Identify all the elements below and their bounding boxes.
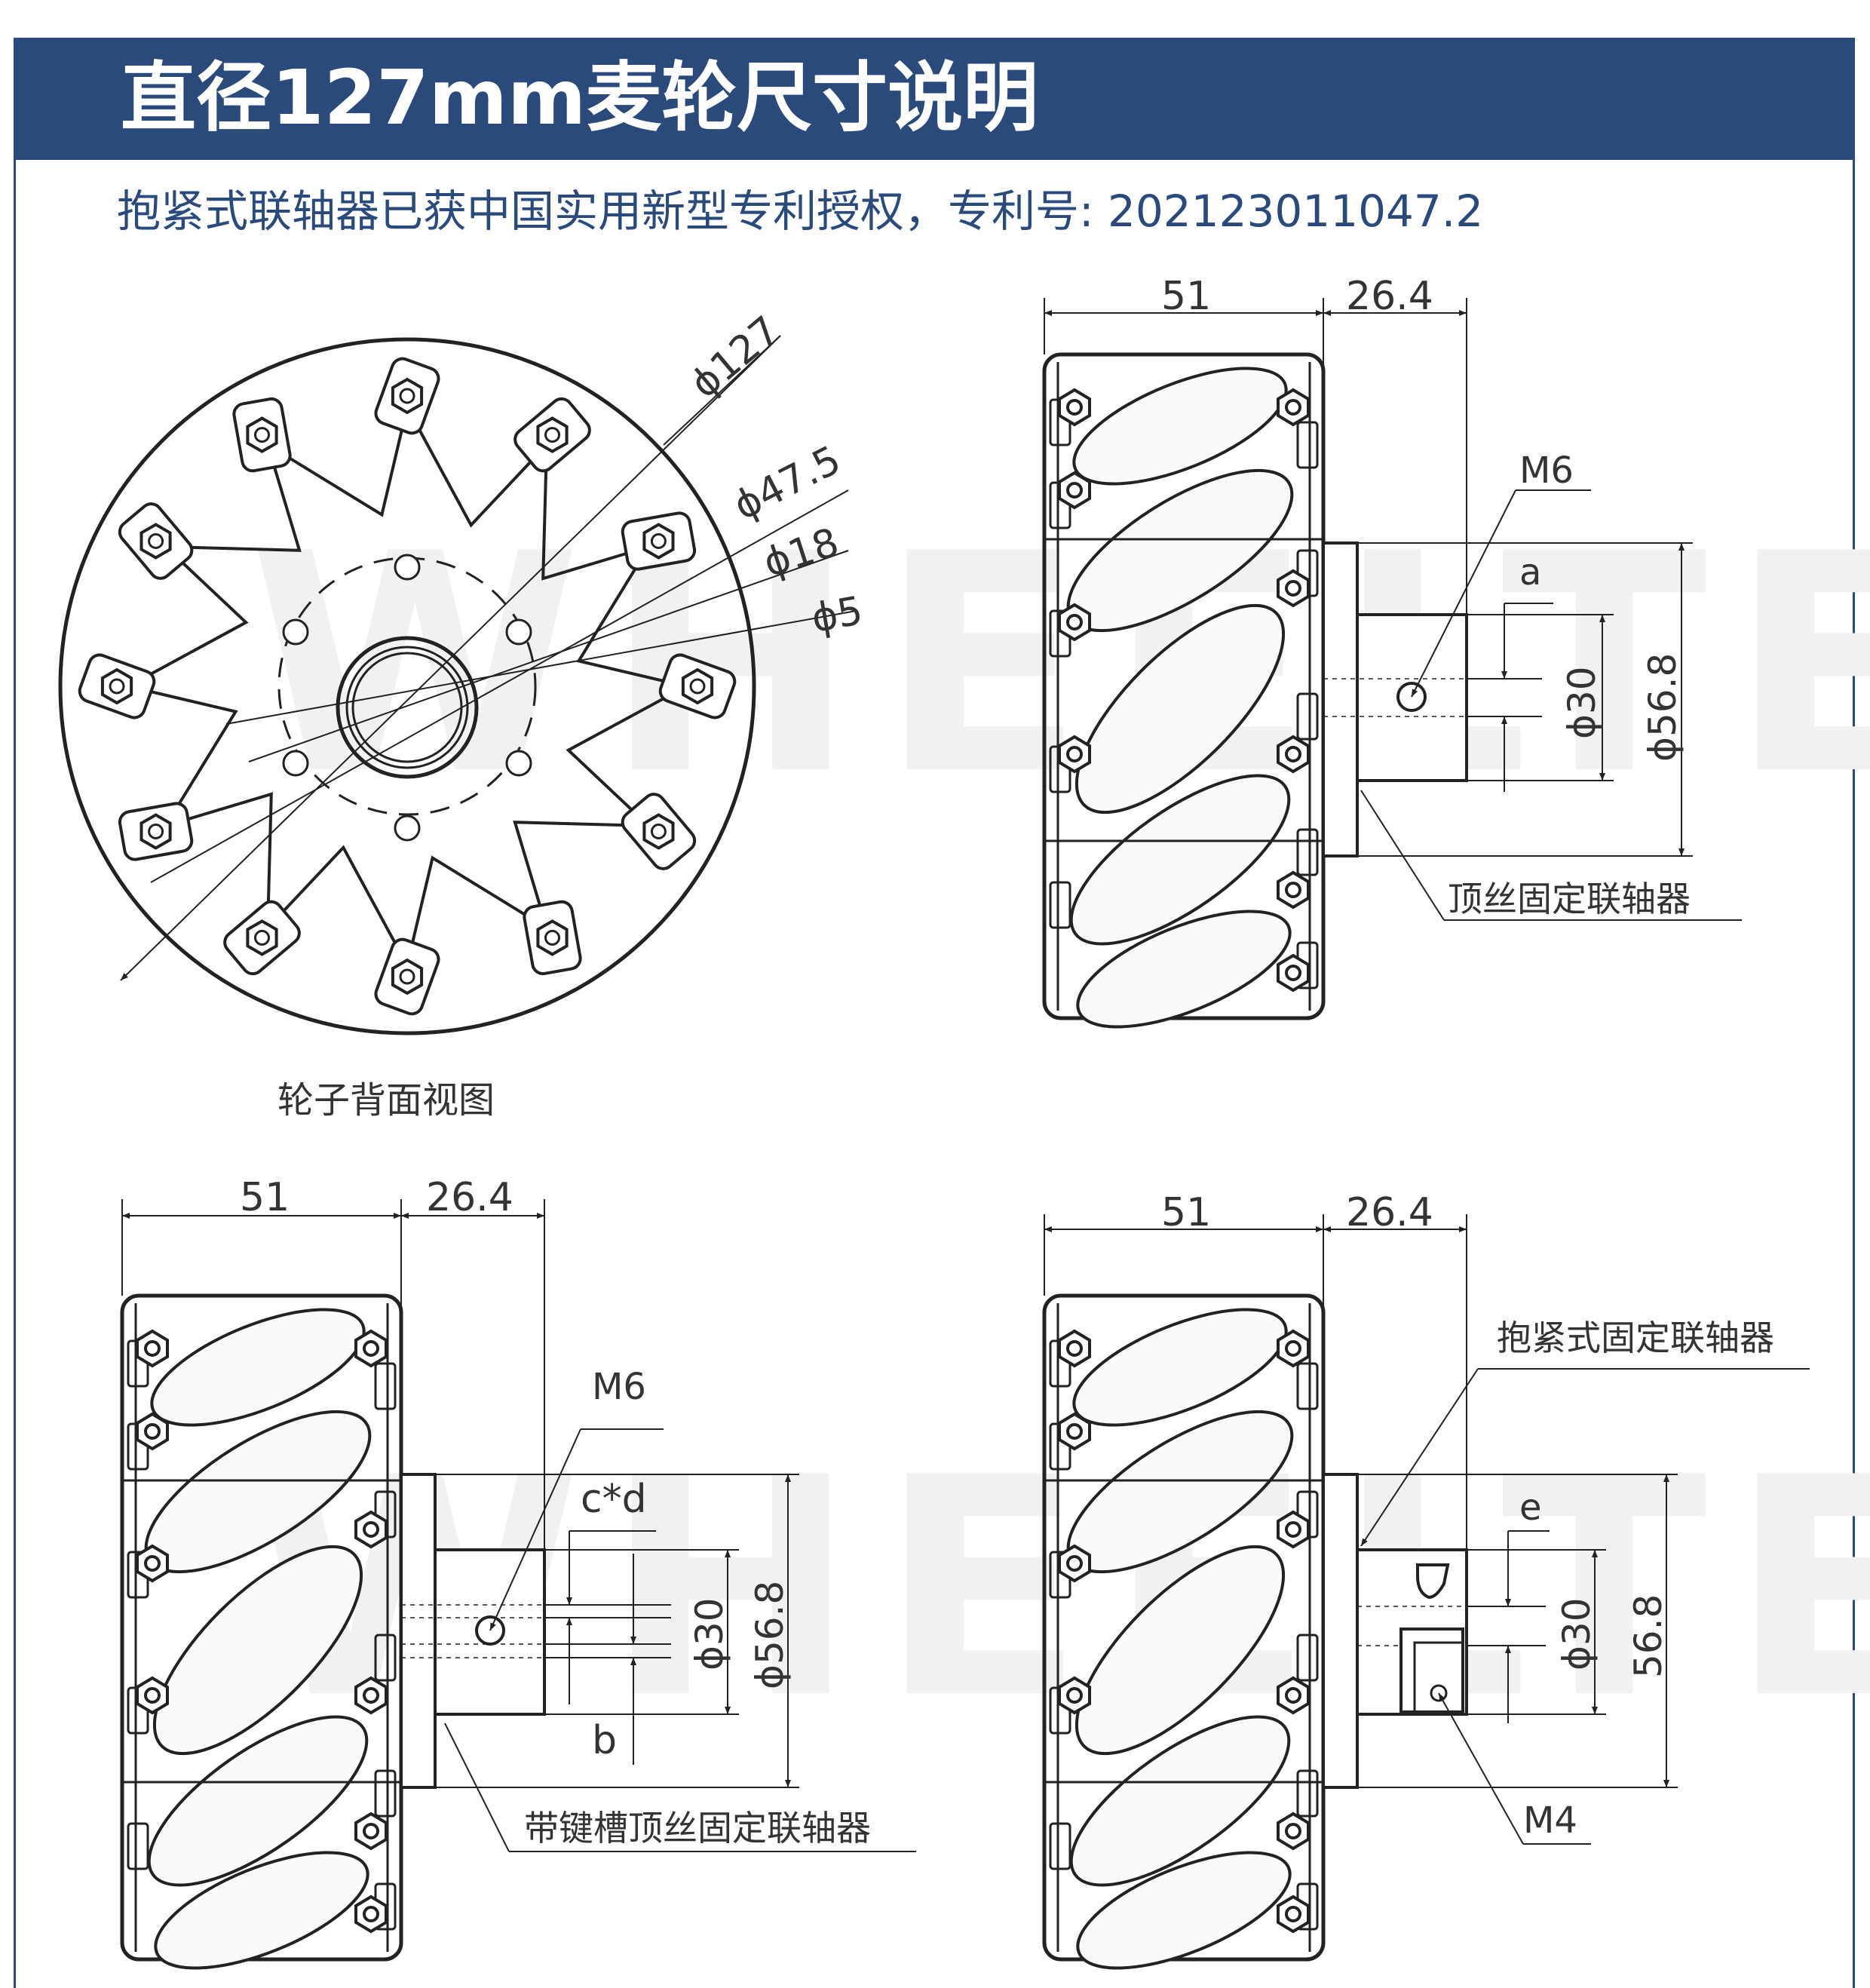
dim-width: 51: [1161, 1190, 1211, 1235]
dim-outer-diameter: ϕ127: [682, 308, 789, 407]
bolt-head: [689, 678, 706, 695]
bore-outer: [336, 636, 479, 779]
bottom-right-view: 51 26.4 e ϕ30 56.8 M4 抱紧式固定联轴器: [1044, 1190, 1810, 1988]
callout-keyway: 带键槽顶丝固定联轴器: [524, 1808, 871, 1848]
mounting-holes: [282, 554, 532, 842]
dim-flange: 56.8: [1626, 1594, 1670, 1678]
bottom-left-view: 51 26.4 M6 c*d b ϕ30 ϕ56.8 带键槽顶丝固定联轴器: [122, 1175, 916, 1988]
clamp-slot: [1416, 1563, 1450, 1600]
dim-shaft: ϕ30: [688, 1597, 731, 1670]
outer-rim: [58, 337, 756, 1035]
dim-hub: 26.4: [1346, 1190, 1433, 1235]
top-right-view: 51 26.4 M6 a ϕ30 ϕ56.8 顶丝固定联轴器: [1044, 274, 1742, 1051]
callout-clamp: 抱紧式固定联轴器: [1497, 1318, 1774, 1358]
bolt-head: [254, 929, 270, 946]
bolt-head: [399, 388, 415, 404]
bolt-head: [544, 929, 560, 946]
bore-inner: [345, 646, 469, 769]
dim-thread: M6: [592, 1366, 646, 1408]
dim-flange: ϕ56.8: [748, 1581, 792, 1689]
dim-shaft: ϕ30: [1555, 1597, 1599, 1670]
patent-subtitle: 抱紧式联轴器已获中国实用新型专利授权，专利号: 202123011047.2: [117, 186, 1484, 237]
dim-thread: M6: [1519, 449, 1574, 492]
dim-width: 51: [1161, 274, 1211, 319]
callout-set-screw: 顶丝固定联轴器: [1448, 879, 1691, 919]
dim-thread: M4: [1523, 1799, 1577, 1842]
dim-hub: 26.4: [1346, 274, 1433, 319]
dim-cd: c*d: [581, 1477, 647, 1522]
bolt-head: [109, 678, 125, 695]
dim-hub: 26.4: [426, 1175, 513, 1220]
dim-b: b: [592, 1718, 617, 1763]
header-bar: [14, 38, 1855, 160]
bolt-head: [544, 427, 560, 443]
bolt-head: [650, 824, 667, 839]
dim-width: 51: [240, 1175, 290, 1220]
bolt-head: [148, 824, 164, 839]
bolt-head: [650, 533, 667, 549]
bolt-head: [148, 533, 164, 549]
bolt-head: [254, 427, 270, 443]
dim-hole: ϕ5: [808, 588, 866, 642]
page-frame: [14, 38, 1855, 1988]
back-view-caption: 轮子背面视图: [277, 1079, 495, 1121]
dim-e: e: [1519, 1486, 1542, 1529]
dim-shaft: ϕ30: [1560, 666, 1604, 739]
dim-a: a: [1519, 551, 1541, 594]
bolt-head: [399, 968, 415, 985]
dim-flange: ϕ56.8: [1641, 653, 1685, 762]
page-title: 直径127mm麦轮尺寸说明: [121, 54, 1039, 142]
